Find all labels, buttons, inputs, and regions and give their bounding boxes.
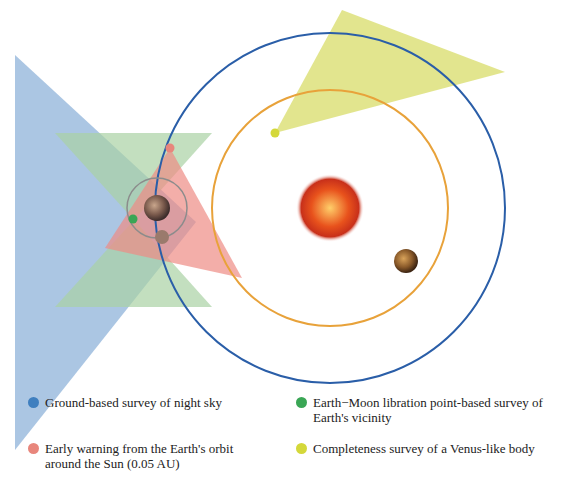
legend-swatch (28, 397, 39, 408)
legend-label: Early warning from the Earth's orbit aro… (45, 441, 255, 471)
legend-label: Earth−Moon libration point-based survey … (313, 395, 543, 425)
legend-entry: Completeness survey of a Venus-like body (313, 441, 543, 456)
legend-entry: Early warning from the Earth's orbit aro… (45, 441, 255, 471)
legend-entry: Ground-based survey of night sky (45, 395, 245, 410)
legend-entry: Earth−Moon libration point-based survey … (313, 395, 543, 425)
moon-orbit (127, 178, 187, 238)
venus-orbit (212, 90, 448, 326)
moon (155, 230, 169, 244)
libration-point (129, 215, 138, 224)
venus-survey-point (271, 129, 280, 138)
early-warning-point (166, 144, 175, 153)
legend-label: Ground-based survey of night sky (45, 395, 245, 410)
legend-swatch (296, 443, 307, 454)
legend-swatch (28, 443, 39, 454)
sun (296, 174, 364, 242)
earth-orbit (155, 33, 505, 383)
early-warning-cone (105, 148, 242, 278)
earth (144, 195, 170, 221)
legend-swatch (296, 397, 307, 408)
legend-label: Completeness survey of a Venus-like body (313, 441, 543, 456)
venus (394, 249, 418, 273)
venus-survey-cone (275, 10, 505, 133)
